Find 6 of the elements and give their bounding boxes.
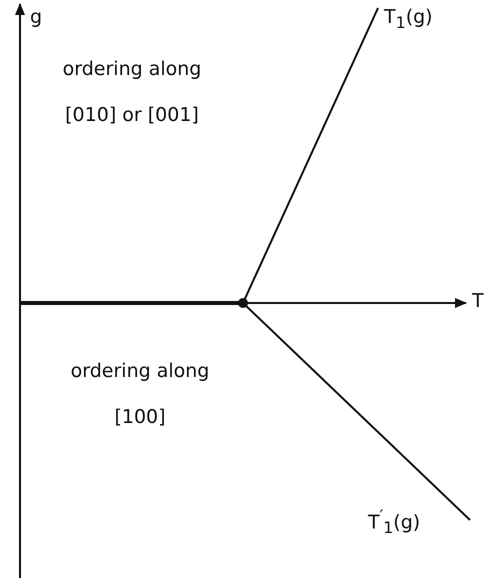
curve-label: T$_{1}$(g) bbox=[384, 6, 433, 32]
axis-label: g bbox=[30, 6, 42, 28]
region-label: ordering along [100] bbox=[70, 359, 210, 430]
axis-label: T bbox=[472, 290, 484, 312]
region-label: ordering along [010] or [001] bbox=[62, 57, 202, 128]
curve-label: T$^{′}$$_{1}$(g) bbox=[368, 506, 420, 538]
